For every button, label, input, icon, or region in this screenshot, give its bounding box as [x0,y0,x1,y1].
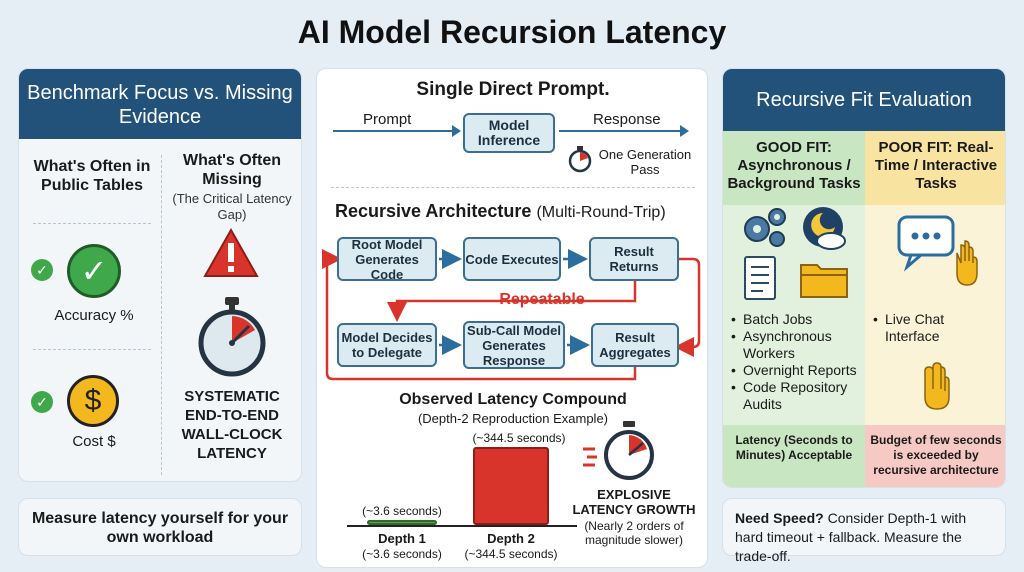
good-fit-footer: Latency (Seconds to Minutes) Acceptable [723,425,865,487]
accuracy-check-icon: ✓ [67,244,121,298]
latency-bar-chart: (~3.6 seconds) Depth 1 (~3.6 seconds) (~… [347,429,577,565]
accuracy-label: Accuracy % [54,307,134,324]
warning-icon [203,227,259,277]
growth-label: EXPLOSIVE LATENCY GROWTH [572,487,696,517]
recursive-heading: Recursive Architecture [335,201,532,221]
dollar-coin-icon: $ [67,375,119,427]
response-label: Response [593,111,661,128]
latency-subtitle: (Depth-2 Reproduction Example) [417,411,609,426]
bar-category-label: Depth 2 [487,531,535,546]
good-fit-item: Code Repository Audits [731,379,861,413]
node-sub-call: Sub-Call Model Generates Response [463,321,565,369]
fit-evaluation-panel: Recursive Fit Evaluation GOOD FIT: Async… [722,68,1006,488]
need-speed-bold: Need Speed? [735,510,824,526]
response-arrow [559,125,689,137]
recursive-heading-row: Recursive Architecture (Multi-Round-Trip… [335,201,666,222]
bar-value-label: (~3.6 seconds) [362,504,442,518]
bar-category-label: Depth 1 [378,531,426,546]
poor-fit-list: Live Chat Interface [873,311,1001,345]
public-tables-heading: What's Often in Public Tables [33,158,151,194]
repeatable-label: Repeatable [499,291,585,308]
section-divider [331,187,695,188]
chat-hand-icon [897,215,978,286]
poor-fit-heading: POOR FIT: Real-Time / Interactive Tasks [865,131,1005,205]
bar-value-label: (~344.5 seconds) [472,431,566,445]
bar-depth-1 [367,520,437,525]
bar-depth-2 [473,447,549,525]
architecture-panel: Single Direct Prompt. Prompt Model Infer… [316,68,708,568]
benchmark-panel-heading: Benchmark Focus vs. Missing Evidence [19,69,301,139]
good-fit-item: Batch Jobs [731,311,861,328]
recursive-subtitle: (Multi-Round-Trip) [536,204,666,221]
good-fit-heading: GOOD FIT: Asynchronous / Background Task… [723,131,865,205]
column-divider [161,155,162,475]
need-speed-note: Need Speed? Consider Depth-1 with hard t… [722,498,1006,564]
bar-sub-label: (~344.5 seconds) [464,547,558,561]
growth-subtitle: (Nearly 2 orders of magnitude slower) [584,519,684,547]
node-code-executes: Code Executes [463,237,561,281]
fit-panel-heading: Recursive Fit Evaluation [723,69,1005,131]
model-inference-box: Model Inference [463,113,555,153]
node-result-aggregates: Result Aggregates [591,323,679,367]
good-fit-item: Overnight Reports [731,362,861,379]
chart-baseline [347,525,577,527]
moon-cloud-icon [803,207,846,250]
latency-gap-subtitle: (The Critical Latency Gap) [172,191,292,222]
poor-fit-footer: Budget of few seconds is exceeded by rec… [865,425,1005,487]
timer-small-icon [568,146,592,173]
missing-heading: What's Often Missing [182,152,282,188]
single-prompt-heading: Single Direct Prompt. [416,79,610,100]
latency-heading: Observed Latency Compound [399,391,627,408]
document-icon [744,256,776,300]
need-speed-text: Consider Depth-1 with hard timeout + fal… [735,510,967,564]
stop-hand-icon [924,362,950,410]
one-pass-label: One Generation Pass [598,147,692,177]
measure-latency-note: Measure latency yourself for your own wo… [18,498,302,556]
poor-fit-item: Live Chat Interface [873,311,1001,345]
prompt-label: Prompt [363,111,412,128]
check-small-icon: ✓ [31,259,53,281]
folder-icon [800,264,848,298]
row-divider [33,223,151,224]
benchmark-panel: Benchmark Focus vs. Missing Evidence Wha… [18,68,302,482]
bar-sub-label: (~3.6 seconds) [362,547,442,561]
node-model-decides: Model Decides to Delegate [337,323,437,367]
missing-latency-label: SYSTEMATIC END-TO-END WALL-CLOCK LATENCY [181,388,283,462]
check-small-icon: ✓ [31,391,53,413]
page-title: AI Model Recursion Latency [297,14,727,50]
good-fit-list: Batch Jobs Asynchronous Workers Overnigh… [731,311,861,413]
gears-icon [744,208,786,247]
loop-connectors [322,249,701,381]
cost-label: Cost $ [72,433,116,450]
node-result-returns: Result Returns [589,237,679,281]
row-divider [33,349,151,350]
prompt-arrow [333,125,461,137]
stopwatch-icon [198,297,266,377]
node-root-model: Root Model Generates Code [337,237,437,282]
stopwatch-speed-icon [583,421,654,480]
good-fit-item: Asynchronous Workers [731,328,861,362]
